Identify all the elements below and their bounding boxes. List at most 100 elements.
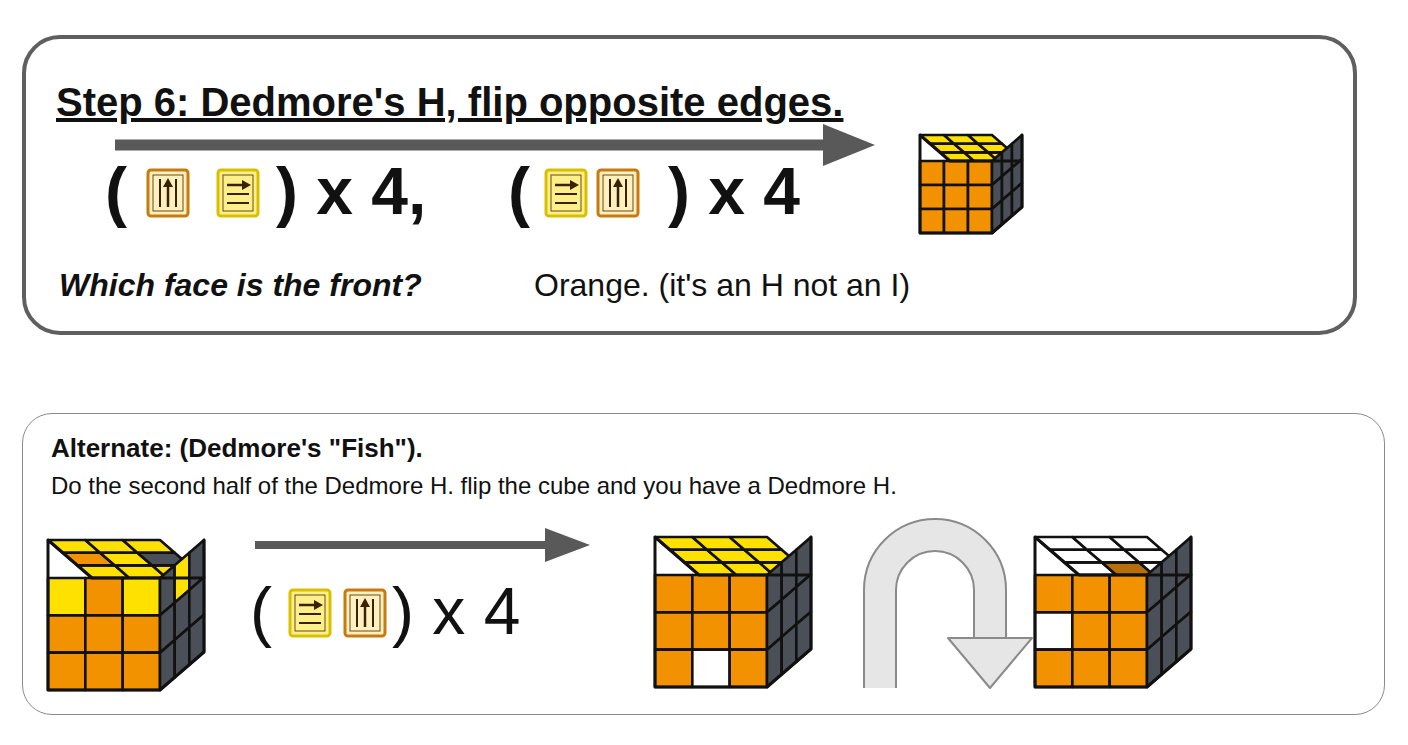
arrow-head [823,124,875,166]
icon-frame [148,170,188,216]
icon-arrowhead [570,180,579,190]
cube-outline [48,540,204,690]
cube-top-sticker [1110,537,1162,550]
icon-line [227,193,249,195]
cube-front-sticker [123,615,160,652]
cube-front-sticker [1035,650,1072,687]
icon-frame [598,170,638,216]
icon-line [372,599,374,627]
icon-frame [290,590,330,636]
icon-arrow [227,184,243,187]
cube-front-sticker [1072,650,1109,687]
icon-inner [603,175,633,211]
cube-front-sticker [920,209,944,233]
cube-outline [920,135,1022,233]
cube-front-sticker [944,209,968,233]
cube-front-sticker [1110,650,1147,687]
flipped-edge-cube [655,537,811,687]
alternate-note: Do the second half of the Dedmore H. fli… [51,472,897,500]
icon-arrow [167,186,170,207]
cube-front-sticker [1110,575,1147,612]
answer-text: Orange. (it's an H not an I) [534,267,910,304]
flip-arrow [880,535,1032,688]
cube-outline [655,537,811,687]
top-turn-icon [546,170,586,216]
slice-move-icon [345,590,385,636]
cube-top-sticker [968,135,1002,144]
icon-arrowhead [163,178,173,187]
flip-arrow-head [948,638,1032,688]
fish-cube [48,540,204,690]
cube-front-sticker [968,161,992,185]
alternate-panel: Alternate: (Dedmore's "Fish"). Do the sec… [22,413,1385,715]
cube-front-sticker [920,185,944,209]
cube-front-sticker [123,578,160,615]
repeat-count: ) x 4, [276,158,426,224]
cube-front-sticker [655,575,692,612]
icon-arrow [555,184,571,187]
cube-front-sticker [692,575,729,612]
icon-arrow [299,604,315,607]
icon-inner [295,595,325,631]
arrow-shaft [115,140,827,151]
solved-cube [920,135,1022,233]
icon-arrowhead [360,598,370,607]
arrow-head [545,528,590,562]
slice-move-icon [148,170,188,216]
question-text: Which face is the front? [59,267,422,304]
cube-front-sticker [730,612,767,649]
cube-front-sticker [1035,612,1072,649]
paren-open: ( [105,158,127,224]
cube-front-sticker [655,612,692,649]
arrow-shaft [255,541,549,549]
icon-inner [350,595,380,631]
cube-front-sticker [730,650,767,687]
step-heading: Step 6: Dedmore's H, flip opposite edges… [56,79,843,125]
top-turn-icon [290,590,330,636]
cube-front-sticker [692,650,729,687]
icon-frame [345,590,385,636]
icon-arrow [617,186,620,207]
icon-inner [551,175,581,211]
icon-line [555,193,577,195]
repeat-count: ) x 4 [392,578,520,644]
cube-front-sticker [123,653,160,690]
h-pattern-cube [1035,537,1191,687]
icon-line [299,622,321,624]
repeat-count: ) x 4 [668,158,800,224]
cube-front-sticker [1072,575,1109,612]
top-turn-icon [218,170,258,216]
cube-top-sticker [730,537,782,550]
cube-front-sticker [968,185,992,209]
icon-inner [153,175,183,211]
icon-arrowhead [242,180,251,190]
icon-line [299,613,321,615]
cube-front-sticker [655,650,692,687]
cube-front-sticker [48,653,85,690]
alternate-heading: Alternate: (Dedmore's "Fish"). [51,434,423,464]
icon-line [609,179,611,207]
icon-frame [546,170,586,216]
cube-front-sticker [85,578,122,615]
cube-front-sticker [85,615,122,652]
cube-outline [1035,537,1191,687]
cube-front-sticker [48,615,85,652]
cube-front-sticker [968,209,992,233]
cube-front-sticker [48,578,85,615]
cube-front-sticker [85,653,122,690]
process-arrow [255,528,590,562]
cube-front-sticker [944,161,968,185]
icon-inner [223,175,253,211]
icon-line [555,202,577,204]
cube-front-sticker [730,575,767,612]
cube-front-sticker [1072,612,1109,649]
paren-open: ( [250,578,272,644]
icon-arrowhead [613,178,623,187]
cube-front-sticker [944,185,968,209]
icon-line [625,179,627,207]
icon-arrow [364,606,367,627]
cube-front-sticker [1110,612,1147,649]
cube-front-sticker [920,161,944,185]
cube-front-sticker [1035,575,1072,612]
